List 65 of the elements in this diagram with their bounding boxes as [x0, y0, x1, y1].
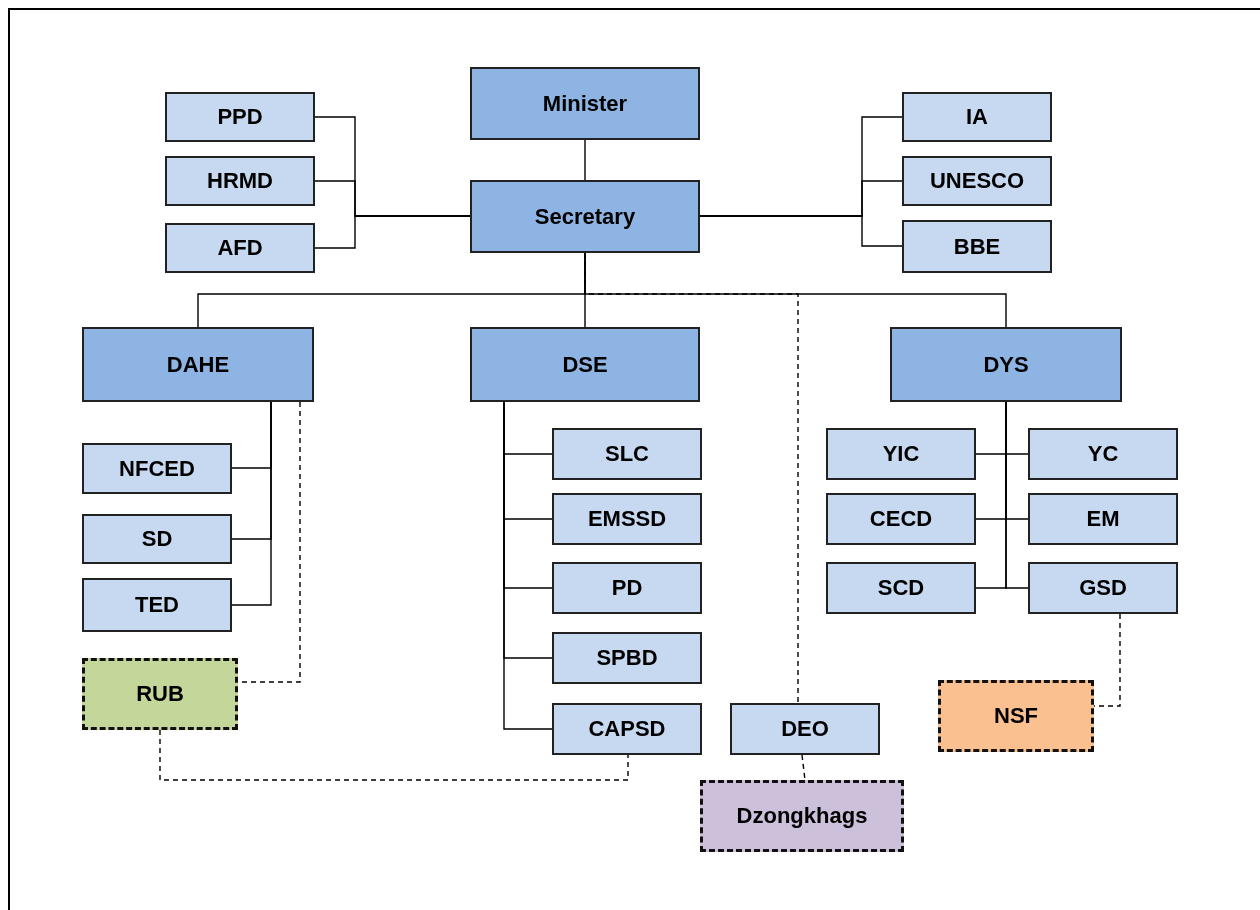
org-box: [165, 223, 315, 273]
org-box: [730, 703, 880, 755]
dashed-org-box: [82, 658, 238, 730]
org-box: [82, 443, 232, 494]
box-label: CAPSD: [588, 715, 666, 743]
box-label: NSF: [994, 702, 1038, 730]
box-label: Minister: [542, 89, 628, 118]
box-label: DEO: [781, 715, 829, 743]
box-label: IA: [966, 103, 988, 131]
org-box: [1028, 493, 1178, 545]
box-label: PD: [611, 574, 643, 602]
box-label: Dzongkhags: [736, 802, 868, 830]
org-box: [165, 92, 315, 142]
box-label: TED: [135, 591, 179, 619]
box-label: SLC: [605, 440, 649, 468]
box-label: SD: [141, 525, 173, 553]
box-label: CECD: [869, 505, 933, 533]
org-box: [552, 703, 702, 755]
box-label: BBE: [953, 232, 1001, 261]
org-box: [470, 180, 700, 253]
org-box: [82, 578, 232, 632]
connector-line: [231, 401, 272, 606]
dashed-connector: [801, 754, 806, 781]
org-box: [902, 92, 1052, 142]
box-label: DSE: [562, 350, 608, 379]
org-box: [1028, 562, 1178, 614]
dashed-org-box: [938, 680, 1094, 752]
box-label: AFD: [217, 234, 263, 262]
box-label: Secretary: [534, 202, 636, 231]
dashed-org-box: [700, 780, 904, 852]
connector-line: [314, 215, 471, 249]
dashed-connector: [159, 729, 629, 781]
org-box: [82, 327, 314, 402]
connector-line: [1005, 401, 1029, 589]
connector-line: [584, 139, 586, 181]
box-label: HRMD: [207, 167, 273, 195]
box-label: SPBD: [596, 644, 658, 672]
org-box: [470, 327, 700, 402]
box-label: RUB: [136, 680, 184, 708]
org-box: [902, 220, 1052, 273]
box-label: DAHE: [166, 350, 230, 379]
box-label: DYS: [983, 350, 1029, 379]
box-label: EM: [1086, 505, 1120, 533]
box-label: GSD: [1079, 574, 1127, 602]
org-box: [1028, 428, 1178, 480]
org-box: [165, 156, 315, 206]
org-box: [82, 514, 232, 564]
org-box: [826, 562, 976, 614]
org-box: [826, 493, 976, 545]
org-box: [552, 493, 702, 545]
org-box: [826, 428, 976, 480]
box-label: UNESCO: [929, 167, 1025, 195]
box-label: YC: [1087, 440, 1119, 468]
connector-line: [699, 215, 903, 247]
org-box: [890, 327, 1122, 402]
org-box: [552, 632, 702, 684]
org-box: [552, 562, 702, 614]
box-label: SCD: [877, 574, 925, 602]
org-box: [552, 428, 702, 480]
org-box: [470, 67, 700, 140]
box-label: PPD: [217, 103, 263, 131]
box-label: NFCED: [119, 454, 195, 483]
org-box: [902, 156, 1052, 206]
box-label: YIC: [882, 440, 920, 468]
box-label: EMSSD: [587, 505, 667, 533]
